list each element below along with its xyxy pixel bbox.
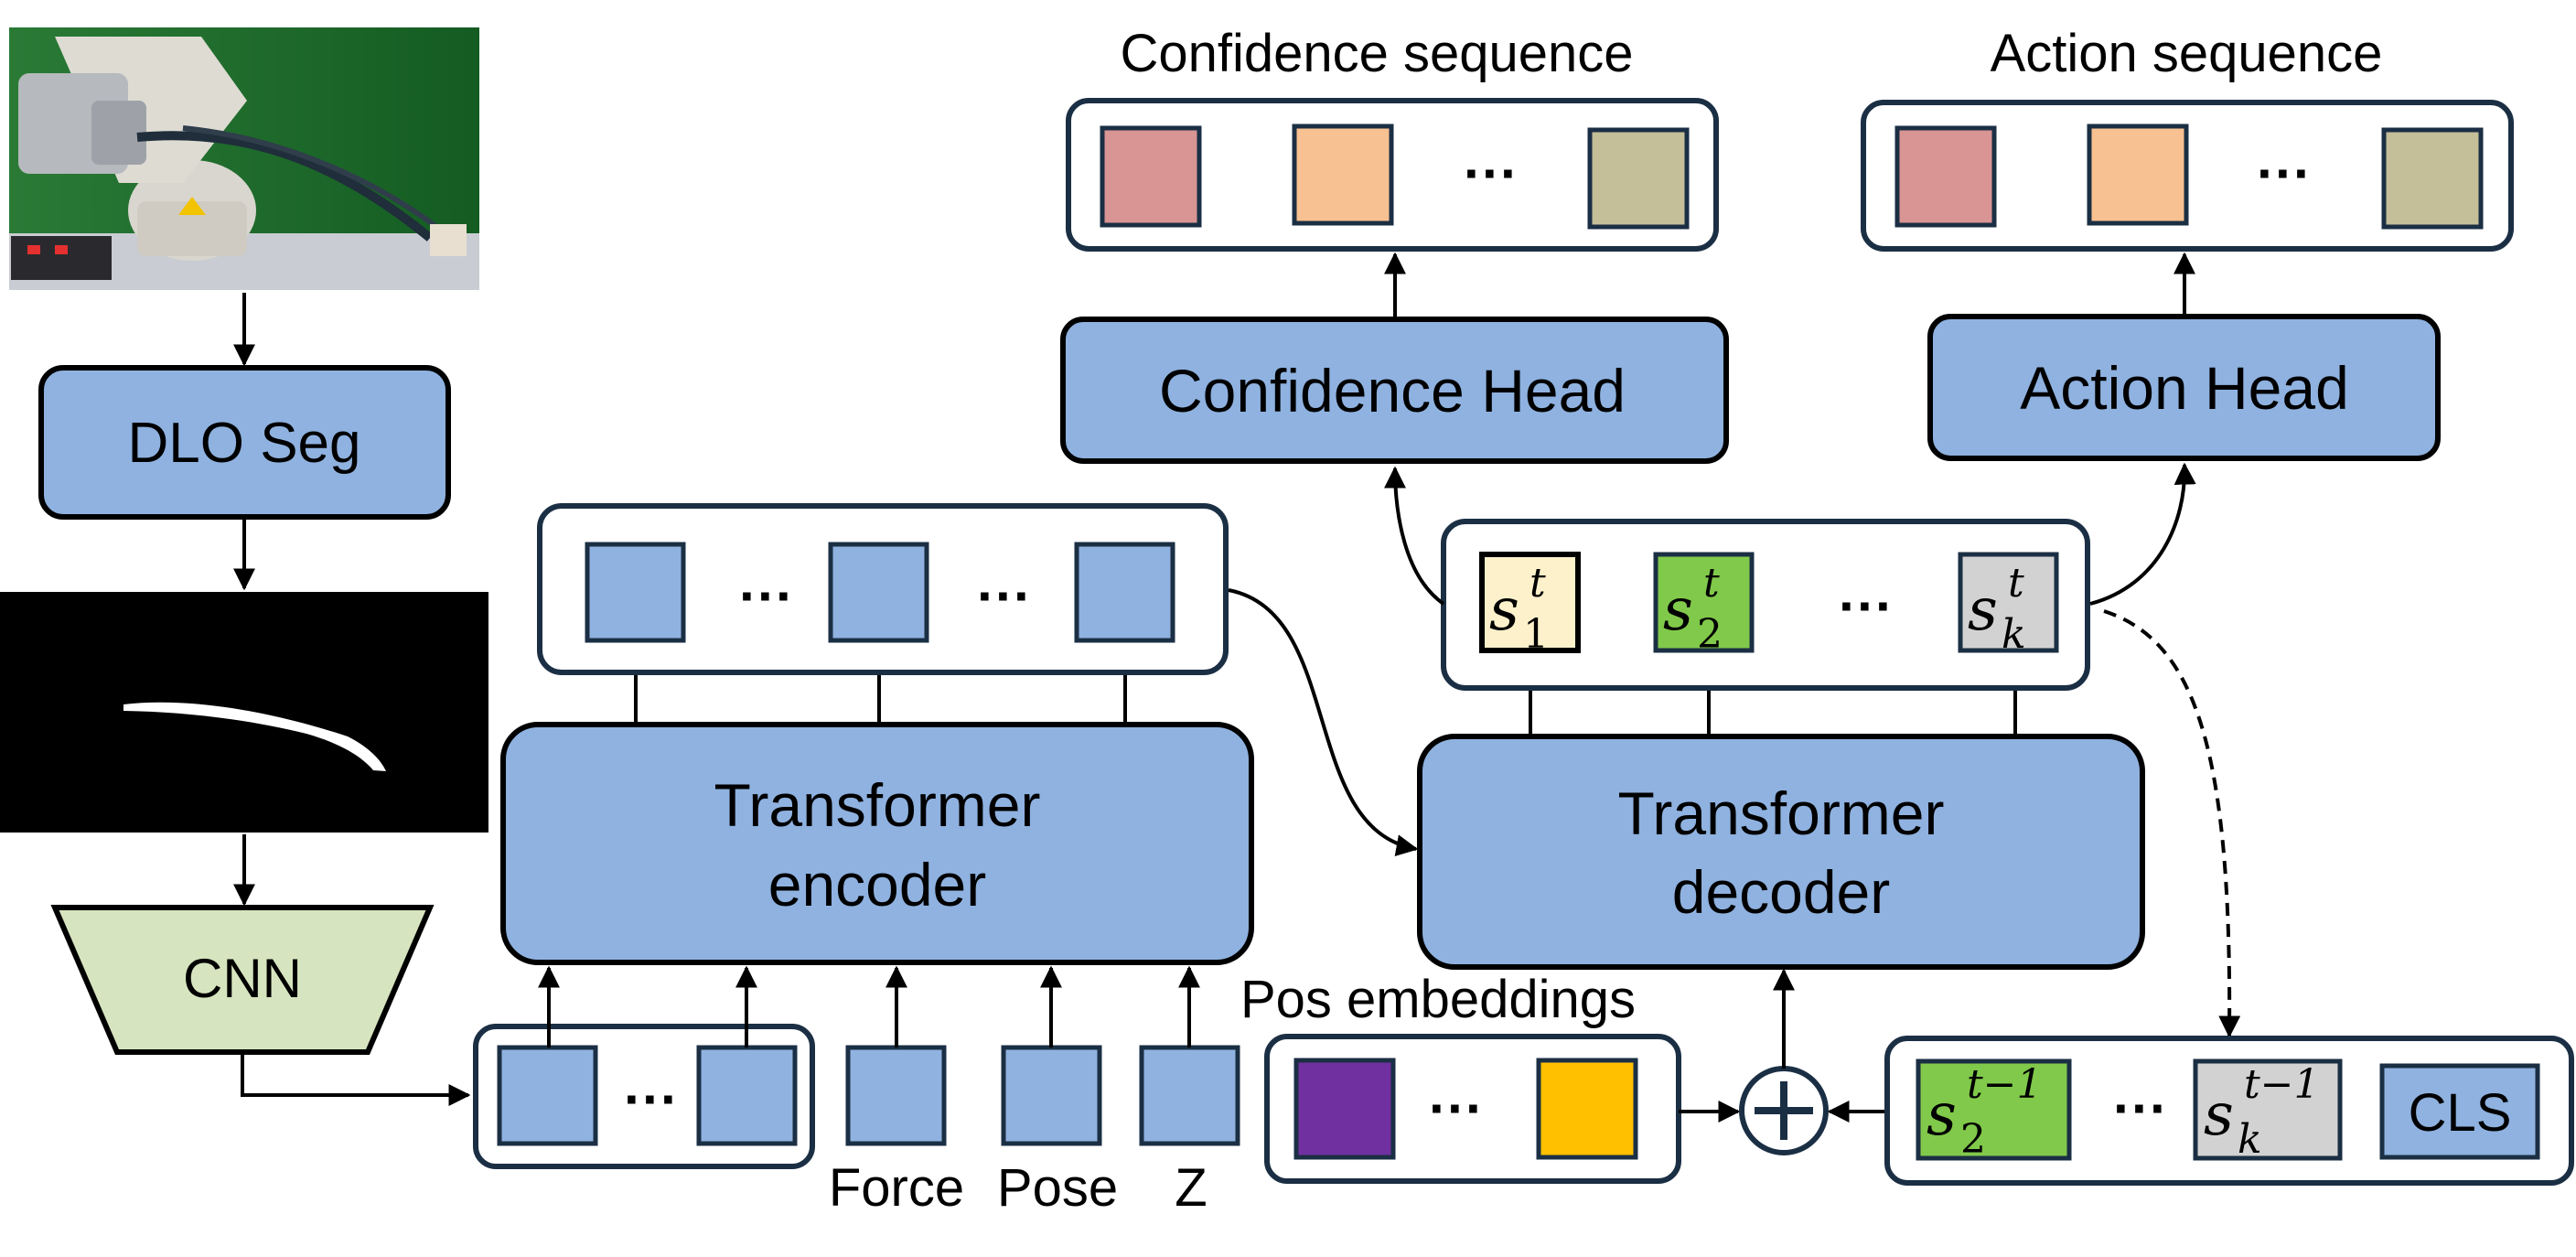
force-label: Force [829,1158,964,1218]
image-token-group: ··· [473,1024,815,1169]
image-token-ellipsis: ··· [624,1069,679,1130]
confidence-head-label: Confidence Head [1159,357,1626,424]
transformer-encoder-label-line2: encoder [768,851,987,919]
transformer-encoder-block: Transformer encoder [500,722,1254,965]
transformer-decoder-label-line1: Transformer [1618,779,1945,847]
pos-embeddings-title: Pos embeddings [1240,970,1636,1029]
encoder-output-ellipsis-1: ··· [739,565,794,627]
token-s2-t: s 2 t [1663,560,1741,662]
z-token: Z [1139,1045,1240,1218]
robot-arm-photo [9,27,479,290]
transformer-decoder-label-line2: decoder [1672,858,1891,926]
token-sk-t: s k t [1968,560,2045,662]
dlo-seg-block: DLO Seg [38,365,451,520]
action-sequence-ellipsis: ··· [2257,143,2312,204]
confidence-head-block: Confidence Head [1060,317,1729,464]
cnn-label: CNN [183,948,302,1009]
confidence-sequence-ellipsis: ··· [1464,143,1519,204]
current-token-group: s 1 t s 2 t ··· s k t [1441,519,2090,691]
transformer-decoder-block: Transformer decoder [1417,734,2145,970]
confidence-sequence-group: ··· [1066,98,1719,252]
action-sequence-title: Action sequence [1991,24,2383,83]
token-s1-t: s 1 t [1489,560,1567,662]
encoder-output-group: ··· ··· [537,503,1229,675]
dlo-seg-label: DLO Seg [127,412,360,475]
confidence-sequence-title: Confidence sequence [1120,24,1633,83]
token-s2-t-minus-1: s 2 t−1 [1927,1061,2043,1167]
encoder-output-ellipsis-2: ··· [977,565,1032,627]
pose-token: Pose [997,1045,1118,1218]
pos-embeddings-ellipsis: ··· [1429,1078,1484,1139]
action-head-label: Action Head [2020,354,2349,422]
force-token: Force [829,1045,964,1218]
transformer-encoder-label-line1: Transformer [714,771,1041,839]
cls-token-label: CLS [2409,1083,2512,1143]
pose-label: Pose [997,1158,1118,1218]
action-head-block: Action Head [1927,314,2441,461]
pos-embeddings-group: ··· [1264,1034,1681,1184]
action-sequence-group: ··· [1861,100,2514,252]
add-operator [1739,1066,1829,1155]
cnn-block: CNN [50,905,435,1055]
previous-token-group: s 2 t−1 ··· s k t−1 CLS [1884,1036,2574,1186]
token-sk-t-minus-1: s k t−1 [2204,1061,2320,1167]
current-token-ellipsis: ··· [1839,575,1894,637]
dlo-mask-image [0,592,488,833]
previous-token-ellipsis: ··· [2113,1078,2168,1139]
z-label: Z [1175,1158,1207,1218]
